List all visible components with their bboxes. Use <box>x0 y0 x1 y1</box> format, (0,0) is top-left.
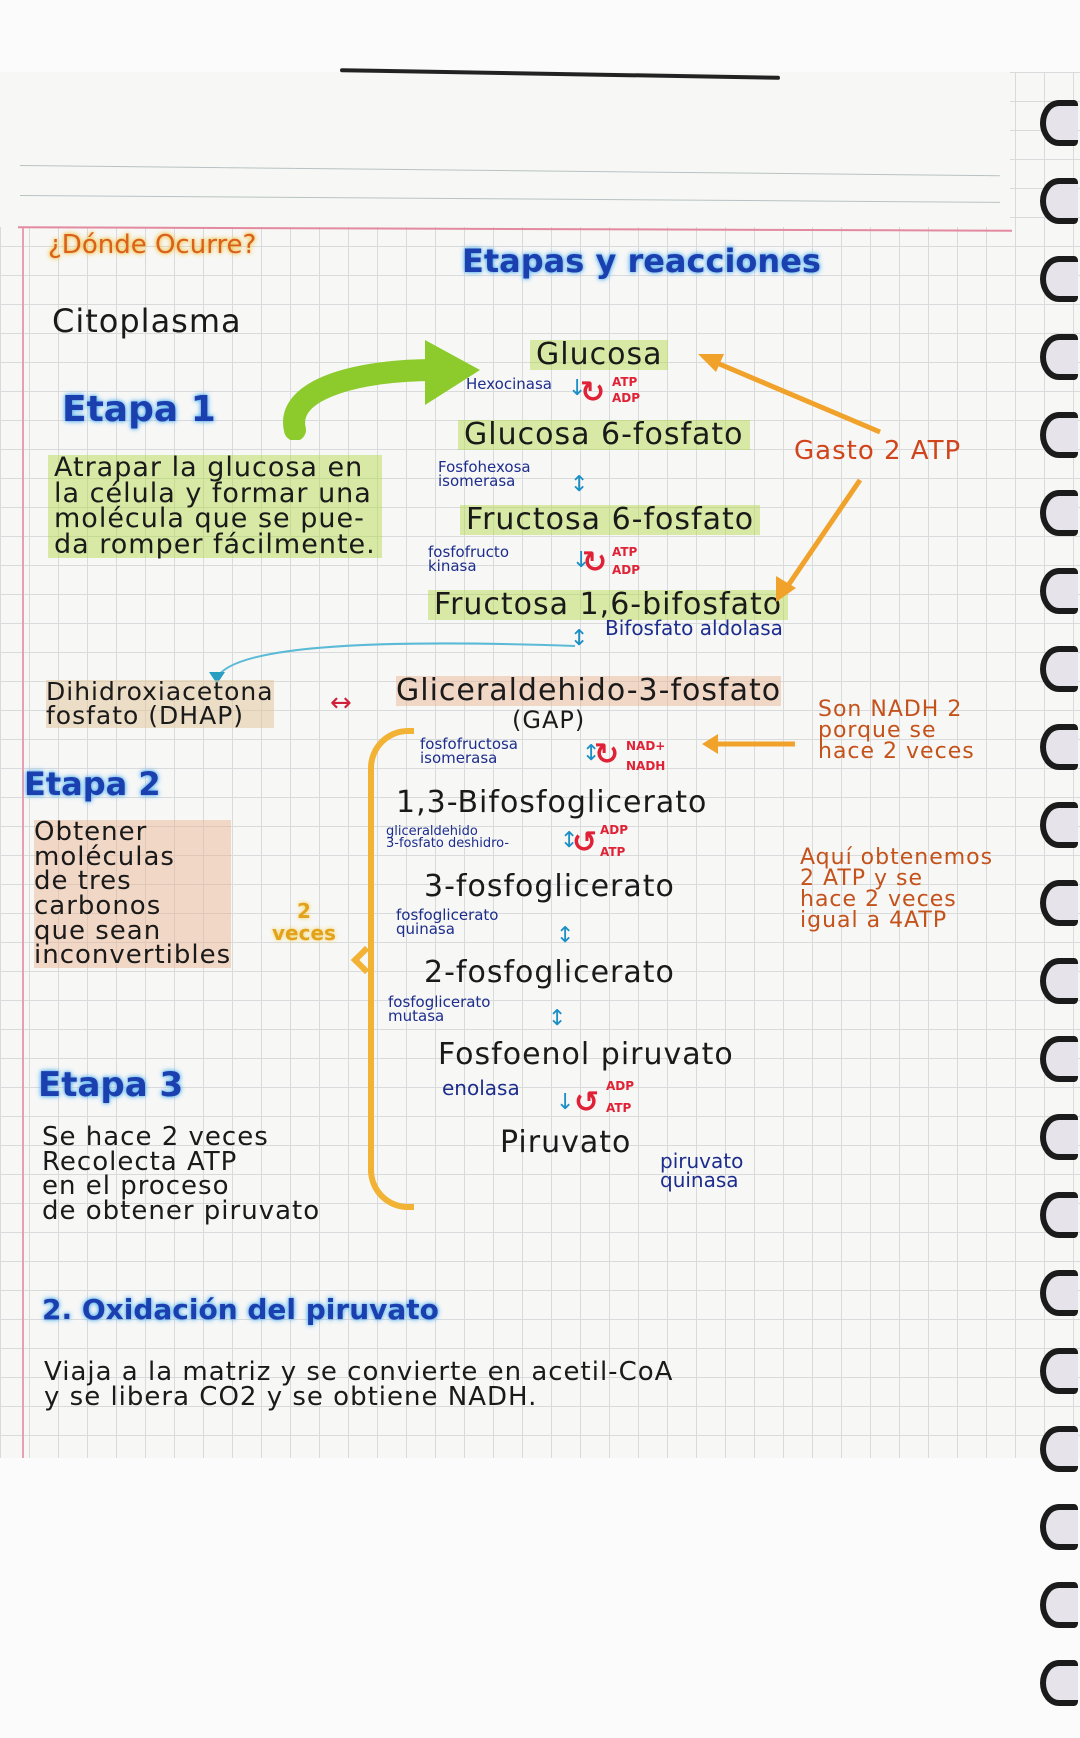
metabolite-gap-abbr: (GAP) <box>512 706 586 734</box>
spiral-ring <box>1040 568 1078 614</box>
enzyme-fosfofructo-kinasa: fosfofructo kinasa <box>428 543 509 576</box>
spiral-ring <box>1040 100 1078 146</box>
bidirectional-arrow-icon: ↕ <box>560 828 579 853</box>
spiral-ring <box>1040 880 1078 926</box>
spiral-ring <box>1040 490 1078 536</box>
cofactor-curl-icon: ↺ <box>572 825 598 860</box>
spiral-ring <box>1040 1348 1078 1394</box>
spiral-binding <box>1040 100 1080 1738</box>
down-arrow-icon: ↓ <box>572 548 591 573</box>
spiral-ring <box>1040 1114 1078 1160</box>
cofactor-top: ATP <box>612 375 638 389</box>
metabolite-3-fosfoglicerato: 3-fosfoglicerato <box>424 869 675 904</box>
enzyme-enolasa: enolasa <box>442 1076 520 1100</box>
spiral-ring <box>1040 1504 1078 1550</box>
metabolite-fructosa-6-fosfato: Fructosa 6-fosfato <box>460 505 761 535</box>
cofactor-top: ADP <box>600 823 629 837</box>
cofactor-curl-icon: ↻ <box>594 737 620 772</box>
metabolite-glucosa-6-fosfato: Glucosa 6-fosfato <box>458 420 750 450</box>
spiral-ring <box>1040 958 1078 1004</box>
spiral-ring <box>1040 1192 1078 1238</box>
side-product-dhap: Dihidroxiacetona fosfato (DHAP) <box>46 677 274 730</box>
where-answer: Citoplasma <box>52 302 242 340</box>
cofactor-top: ADP <box>606 1079 635 1093</box>
spiral-ring <box>1040 178 1078 224</box>
green-curved-arrow-icon <box>283 340 480 440</box>
cofactor-bottom: ATP <box>606 1101 632 1115</box>
metabolite-2-fosfoglicerato: 2-fosfoglicerato <box>424 955 675 990</box>
pathway-title: Etapas y reacciones <box>462 242 821 280</box>
enzyme-fosfofructosa-isomerasa: fosfofructosa isomerasa <box>420 735 518 768</box>
metabolite-1-3-bifosfoglicerato: 1,3-Bifosfoglicerato <box>396 785 708 820</box>
enzyme-hexocinasa: Hexocinasa <box>466 375 552 393</box>
spiral-ring <box>1040 802 1078 848</box>
spiral-ring <box>1040 1426 1078 1472</box>
cofactor-curl-icon: ↻ <box>582 545 608 580</box>
bidirectional-arrow-icon: ↕ <box>556 923 575 948</box>
nadh-note-arrow-icon <box>702 734 795 754</box>
where-question: ¿Dónde Ocurre? <box>48 230 257 260</box>
spiral-ring <box>1040 334 1078 380</box>
metabolite-glucosa: Glucosa <box>530 340 669 370</box>
cofactor-bottom: ADP <box>612 391 641 405</box>
enzyme-gap-deshidrogenasa: gliceraldehido 3-fosfato deshidro- <box>386 824 510 852</box>
down-arrow-icon: ↓ <box>556 1090 575 1115</box>
stage-3-description: Se hace 2 veces Recolecta ATP en el proc… <box>42 1122 321 1227</box>
notebook-page <box>0 72 1080 1458</box>
spiral-ring <box>1040 1036 1078 1082</box>
dhap-curved-arrow-icon <box>209 642 576 684</box>
down-arrow-icon: ↓ <box>568 376 587 401</box>
stage-1-heading: Etapa 1 <box>62 389 216 430</box>
bidirectional-arrow-icon: ↕ <box>570 626 589 651</box>
spiral-ring <box>1040 646 1078 692</box>
note-nadh: Son NADH 2 porque se hace 2 veces <box>818 697 975 764</box>
cofactor-bottom: ATP <box>600 845 626 859</box>
gasto-arrows-icon <box>698 354 881 602</box>
repeat-brace <box>368 728 414 1210</box>
metabolite-gap: Gliceraldehido-3-fosfato <box>396 673 782 708</box>
stage-1-description: Atrapar la glucosa en la célula y formar… <box>48 454 382 558</box>
enzyme-piruvato-quinasa: piruvato quinasa <box>660 1149 744 1192</box>
cofactor-curl-icon: ↺ <box>574 1085 600 1120</box>
repeat-label: 2 veces <box>272 899 336 945</box>
metabolite-fosfoenol-piruvato: Fosfoenol piruvato <box>438 1037 734 1072</box>
page-header-area <box>0 72 1010 227</box>
cofactor-curl-icon: ↻ <box>580 375 606 410</box>
stage-2-heading: Etapa 2 <box>24 765 161 803</box>
section-2-body: Viaja a la matriz y se convierte en acet… <box>44 1357 674 1412</box>
enzyme-fosfoglicerato-mutasa: fosfoglicerato mutasa <box>388 993 491 1026</box>
enzyme-fosfoglicerato-quinasa: fosfoglicerato quinasa <box>396 906 499 939</box>
spiral-ring <box>1040 1660 1078 1706</box>
cofactor-top: ATP <box>612 545 638 559</box>
cofactor-bottom: ADP <box>612 563 641 577</box>
spiral-ring <box>1040 724 1078 770</box>
cofactor-bottom: NADH <box>626 759 666 773</box>
metabolite-piruvato: Piruvato <box>500 1125 632 1160</box>
spiral-ring <box>1040 256 1078 302</box>
cofactor-top: NAD+ <box>626 739 666 753</box>
stage-2-description: Obtener moléculas de tres carbonos que s… <box>34 817 232 971</box>
bidirectional-arrow-icon: ↕ <box>570 472 589 497</box>
enzyme-bifosfato-aldolasa: Bifosfato aldolasa <box>605 616 783 640</box>
spiral-ring <box>1040 1582 1078 1628</box>
bidirectional-arrow-icon: ↕ <box>582 741 601 766</box>
enzyme-fosfohexosa-isomerasa: Fosfohexosa isomerasa <box>438 458 531 491</box>
note-gasto-atp: Gasto 2 ATP <box>794 436 962 466</box>
note-atp-total: Aquí obtenemos 2 ATP y se hace 2 veces i… <box>800 845 994 933</box>
spiral-ring <box>1040 1270 1078 1316</box>
equilibrium-arrow-icon: ↔ <box>330 688 352 718</box>
margin-line-left <box>22 228 24 1458</box>
section-2-heading: 2. Oxidación del piruvato <box>42 1293 439 1326</box>
metabolite-fructosa-1-6-bifosfato: Fructosa 1,6-bifosfato <box>428 590 789 620</box>
stage-3-heading: Etapa 3 <box>38 1065 184 1105</box>
bidirectional-arrow-icon: ↕ <box>548 1006 567 1031</box>
spiral-ring <box>1040 412 1078 458</box>
